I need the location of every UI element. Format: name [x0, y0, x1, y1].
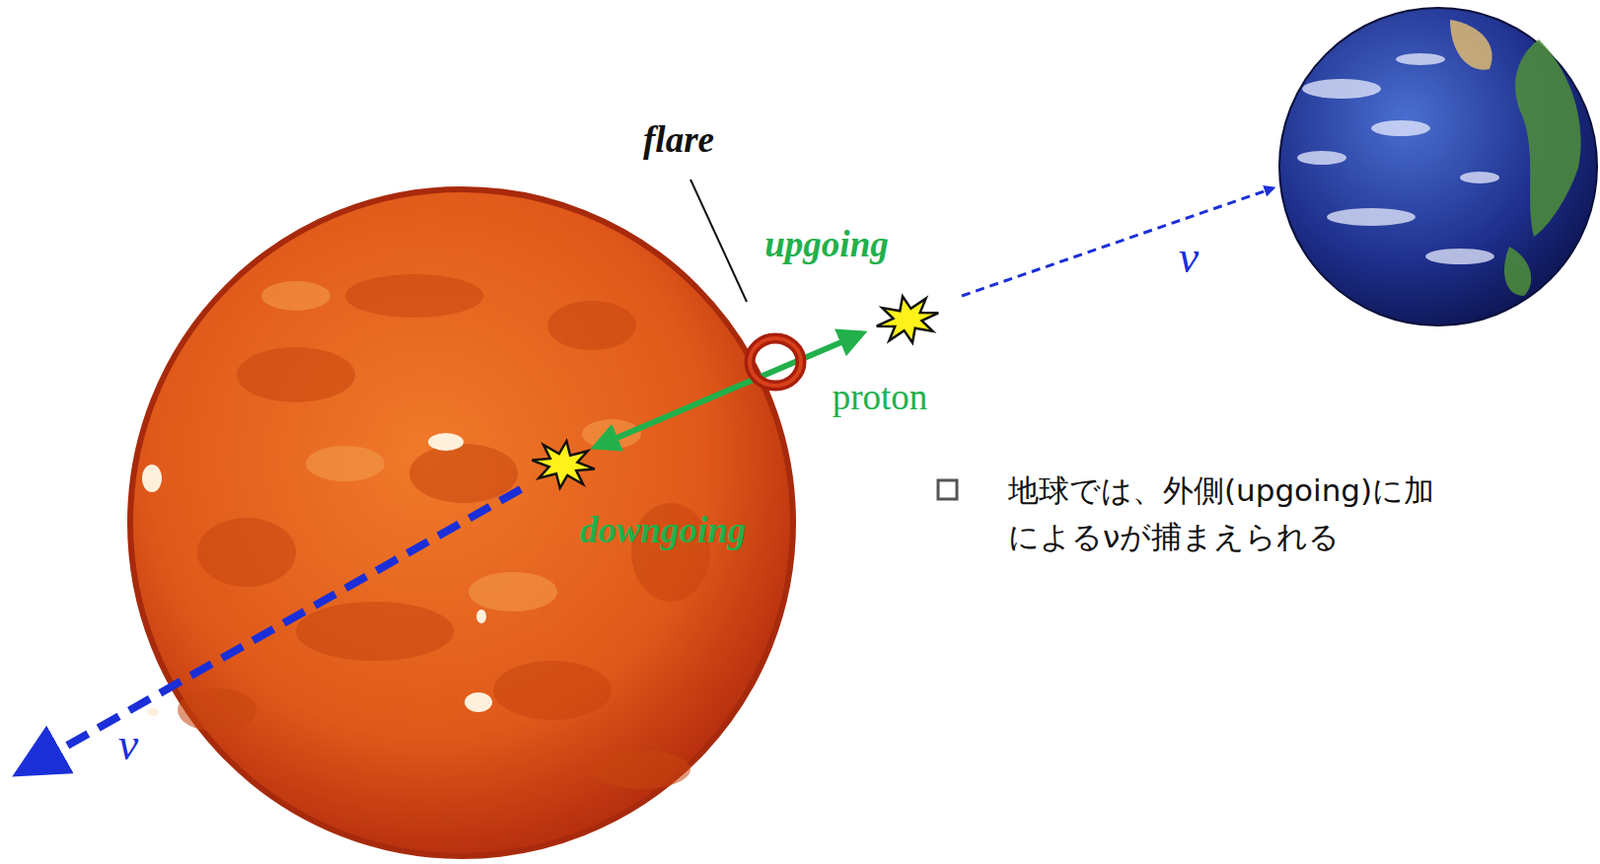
leader-line [690, 179, 747, 302]
neutrino-symbol: ν [1178, 231, 1199, 285]
neutrino-path [21, 489, 521, 772]
neutrino-symbol: ν [118, 719, 139, 772]
sun [130, 189, 794, 857]
flare-loop [749, 338, 801, 386]
note-text: 地球では、外側(upgoing)に加 によるνが捕まえられる [1008, 467, 1593, 560]
bullet [938, 480, 957, 500]
proton-label: proton [832, 376, 929, 420]
downgoing-label: downgoing [580, 509, 747, 553]
upgoing-label: upgoing [764, 223, 888, 267]
burst [528, 436, 598, 493]
proton-arrow [595, 333, 863, 447]
neutrino-path [961, 188, 1273, 296]
flare-label: flare [643, 119, 715, 162]
burst [872, 290, 945, 350]
earth [1279, 7, 1598, 326]
